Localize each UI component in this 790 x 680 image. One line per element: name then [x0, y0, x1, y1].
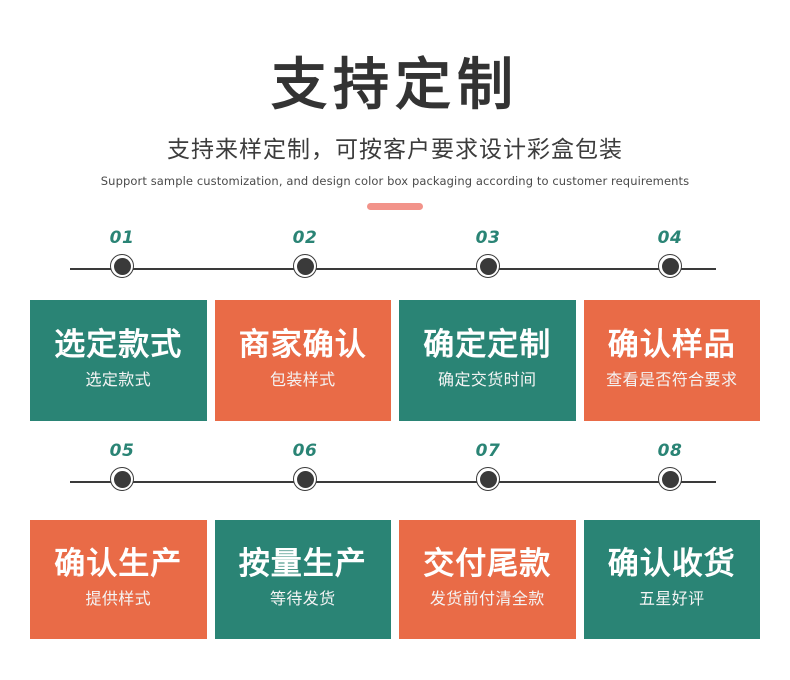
step-card-title: 按量生产: [238, 546, 367, 582]
timeline-dot-icon: [293, 254, 317, 278]
step-card-subtitle: 查看是否符合要求: [606, 370, 738, 389]
step-card-subtitle: 提供样式: [85, 589, 152, 608]
timeline-node-04[interactable]: 04: [640, 228, 700, 278]
timeline-line: [70, 268, 716, 270]
step-cards-row-1: 选定款式 选定款式 商家确认 包装样式 确定定制 确定交货时间 确认样品 查看是…: [30, 300, 760, 421]
step-card-03[interactable]: 确定定制 确定交货时间: [399, 300, 576, 421]
step-card-08[interactable]: 确认收货 五星好评: [583, 520, 760, 639]
step-card-title: 确认生产: [54, 546, 183, 582]
step-card-subtitle: 确定交货时间: [438, 370, 537, 389]
step-number: 02: [292, 228, 318, 248]
step-card-06[interactable]: 按量生产 等待发货: [214, 520, 391, 639]
timeline-dot-icon: [658, 254, 682, 278]
timeline-line: [70, 481, 716, 483]
divider-bar: [367, 203, 423, 210]
step-card-title: 商家确认: [238, 327, 367, 363]
step-card-subtitle: 包装样式: [269, 370, 336, 389]
timeline-node-06[interactable]: 06: [275, 441, 335, 491]
step-card-subtitle: 五星好评: [638, 589, 705, 608]
timeline-node-02[interactable]: 02: [275, 228, 335, 278]
subtitle-chinese: 支持来样定制，可按客户要求设计彩盒包装: [167, 137, 623, 163]
timeline-node-01[interactable]: 01: [92, 228, 152, 278]
timeline-dot-icon: [293, 467, 317, 491]
step-card-title: 确认样品: [607, 327, 736, 363]
timeline-dot-icon: [476, 254, 500, 278]
page-title: 支持定制: [271, 53, 519, 118]
step-number: 06: [292, 441, 318, 461]
page-header: 支持定制 支持来样定制，可按客户要求设计彩盒包装 Support sample …: [0, 0, 790, 210]
step-number: 04: [657, 228, 683, 248]
timeline-row-1: 01 02 03 04: [0, 228, 790, 288]
timeline-node-03[interactable]: 03: [458, 228, 518, 278]
step-card-title: 选定款式: [54, 327, 183, 363]
step-card-07[interactable]: 交付尾款 发货前付清全款: [399, 520, 576, 639]
timeline-dot-icon: [110, 254, 134, 278]
timeline-dot-icon: [476, 467, 500, 491]
timeline-row-2: 05 06 07 08: [0, 441, 790, 501]
step-card-02[interactable]: 商家确认 包装样式: [214, 300, 391, 421]
timeline-node-07[interactable]: 07: [458, 441, 518, 491]
step-number: 01: [109, 228, 135, 248]
step-number: 07: [475, 441, 501, 461]
step-number: 05: [109, 441, 135, 461]
timeline-node-05[interactable]: 05: [92, 441, 152, 491]
timeline-dot-icon: [658, 467, 682, 491]
step-card-04[interactable]: 确认样品 查看是否符合要求: [583, 300, 760, 421]
subtitle-english: Support sample customization, and design…: [100, 174, 690, 188]
timeline-dot-icon: [110, 467, 134, 491]
step-cards-row-2: 确认生产 提供样式 按量生产 等待发货 交付尾款 发货前付清全款 确认收货 五星…: [30, 520, 760, 639]
step-number: 08: [657, 441, 683, 461]
step-card-title: 交付尾款: [423, 546, 552, 582]
step-card-subtitle: 等待发货: [269, 589, 336, 608]
step-card-subtitle: 发货前付清全款: [429, 589, 545, 608]
step-card-title: 确认收货: [607, 546, 736, 582]
step-number: 03: [475, 228, 501, 248]
step-card-subtitle: 选定款式: [85, 370, 152, 389]
step-card-title: 确定定制: [423, 327, 552, 363]
step-card-01[interactable]: 选定款式 选定款式: [30, 300, 207, 421]
timeline-node-08[interactable]: 08: [640, 441, 700, 491]
step-card-05[interactable]: 确认生产 提供样式: [30, 520, 207, 639]
